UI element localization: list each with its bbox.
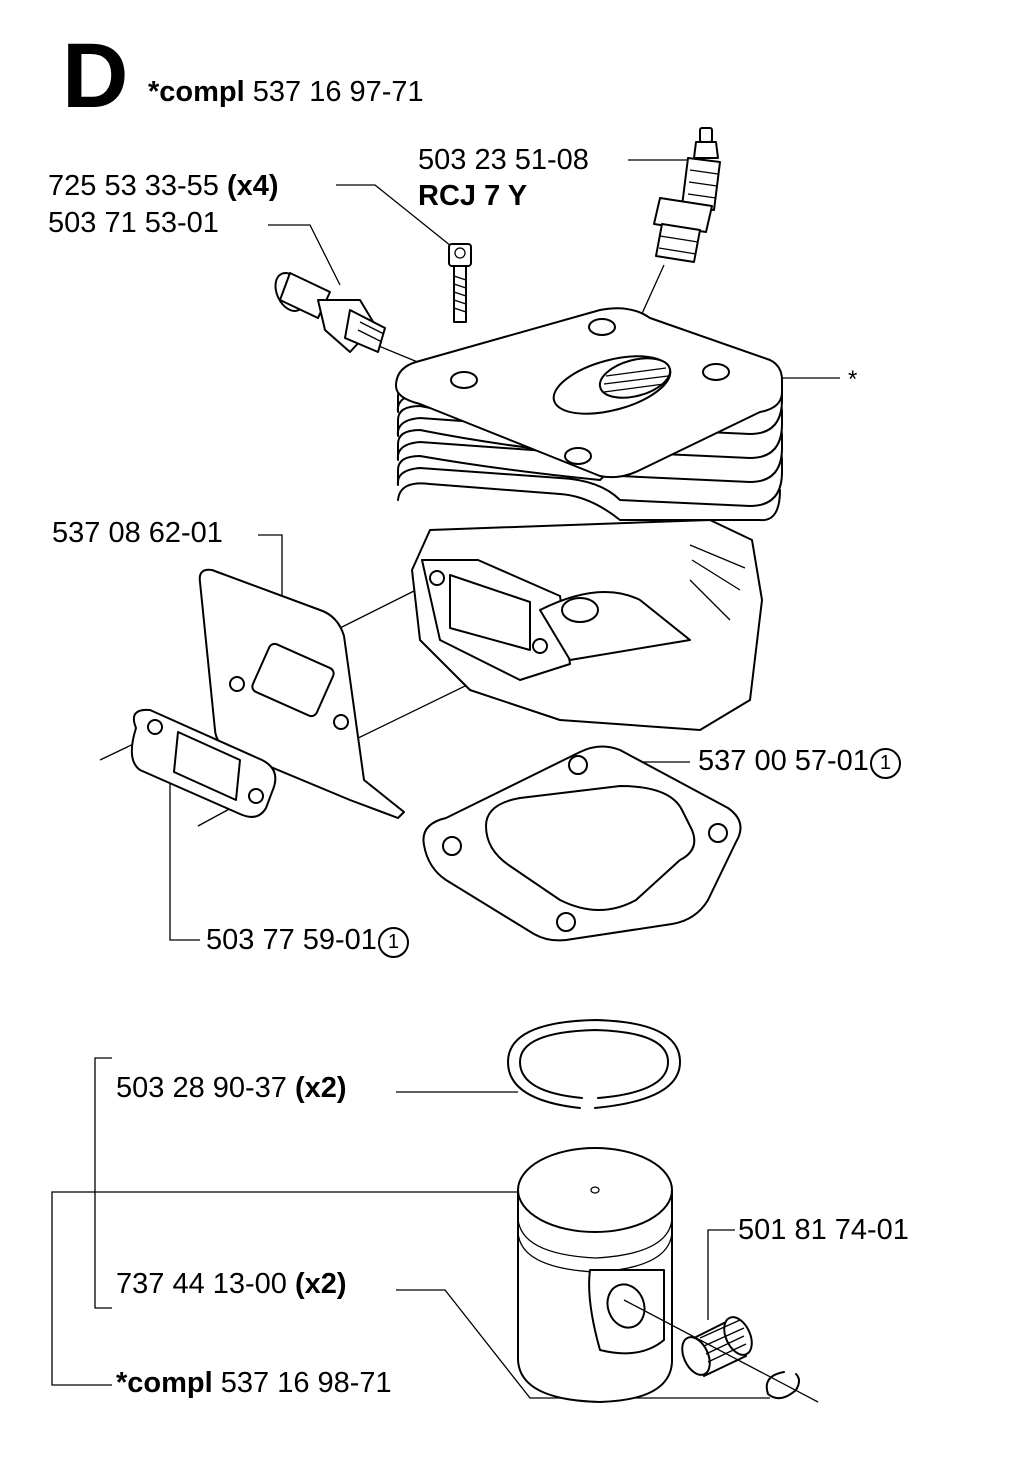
needle-bearing-part-number: 501 81 74-01 — [738, 1214, 909, 1246]
cylinder-gasket-part-number: 537 00 57-01 — [698, 745, 869, 777]
label-needle-bearing[interactable]: 501 81 74-01 — [738, 1214, 909, 1246]
screw — [448, 243, 472, 323]
cylinder-gasket-note: 1 — [869, 748, 901, 779]
spark-plug-part-number: 503 23 51-08 — [418, 144, 589, 176]
label-decompression-valve[interactable]: 503 71 53-01 — [48, 207, 219, 239]
label-circlip[interactable]: 737 44 13-00 (x2) — [116, 1268, 347, 1300]
piston-ring-part-number: 503 28 90-37 — [116, 1072, 287, 1104]
label-heat-shield[interactable]: 537 08 62-01 — [52, 517, 223, 549]
title-number: 537 16 97-71 — [252, 76, 424, 108]
assembly-title: *compl 537 16 97-71 — [148, 76, 424, 108]
label-piston-ring[interactable]: 503 28 90-37 (x2) — [116, 1072, 347, 1104]
section-letter: D — [62, 25, 129, 127]
circlip — [623, 1299, 819, 1403]
screw-qty: (x4) — [227, 170, 279, 202]
piston-ring-qty: (x2) — [295, 1072, 347, 1104]
cylinder-gasket — [422, 745, 742, 942]
piston — [517, 1147, 673, 1403]
decompression-valve — [274, 272, 386, 353]
spark-plug-type: RCJ 7 Y — [418, 180, 527, 212]
screw-part-number: 725 53 33-55 — [48, 170, 219, 202]
leader-lines — [51, 159, 840, 1399]
title-prefix: *compl — [148, 76, 245, 108]
circlip-part-number: 737 44 13-00 — [116, 1268, 287, 1300]
exhaust-gasket-note: 1 — [377, 927, 409, 958]
piston-ring — [507, 1019, 681, 1109]
needle-bearing — [681, 1316, 753, 1377]
exhaust-gasket — [130, 708, 277, 818]
label-screw[interactable]: 725 53 33-55 (x4) — [48, 170, 279, 202]
circlip-qty: (x2) — [295, 1268, 347, 1300]
piston-kit-part-number: 537 16 98-71 — [220, 1367, 392, 1399]
label-cylinder-marker[interactable]: * — [848, 364, 857, 396]
spark-plug — [653, 127, 721, 263]
exhaust-gasket-part-number: 503 77 59-01 — [206, 924, 377, 956]
heat-shield-part-number: 537 08 62-01 — [52, 517, 223, 549]
spark-plug-type-text: RCJ 7 Y — [418, 180, 528, 212]
cylinder — [395, 307, 783, 731]
cylinder-marker: * — [848, 366, 858, 393]
label-piston-kit[interactable]: *compl 537 16 98-71 — [116, 1367, 392, 1399]
piston-kit-prefix: *compl — [116, 1367, 213, 1399]
label-spark-plug[interactable]: 503 23 51-08 — [418, 144, 589, 176]
decompression-valve-part-number: 503 71 53-01 — [48, 207, 219, 239]
